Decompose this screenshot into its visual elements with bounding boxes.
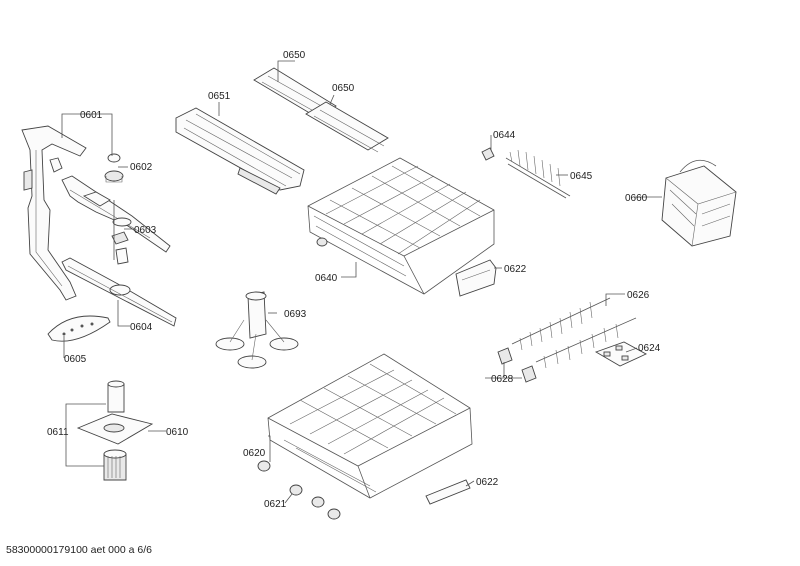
part-label-0610: 0610 [166,427,189,438]
part-label-0622-upper: 0622 [504,264,527,275]
part-label-0645: 0645 [570,171,593,182]
part-label-0693: 0693 [284,309,307,320]
part-label-0651: 0651 [208,91,231,102]
handle-0622-upper-drawing [455,259,497,297]
cutlery-tray-drawing [175,107,305,195]
rollers-0628-drawing [497,347,537,383]
upper-basket-drawing [307,157,495,295]
cutlery-basket-drawing [661,159,737,247]
wheels-0621-drawing [257,460,341,520]
spray-pipe-drawing [21,125,87,301]
clip-0644-drawing [481,147,495,161]
part-label-0604: 0604 [130,322,153,333]
part-label-0624: 0624 [638,343,661,354]
part-labels: 0650 0650 0651 0601 0602 0603 0604 0605 … [47,50,661,510]
part-label-0626: 0626 [627,290,650,301]
nozzle-parts-drawing [104,153,124,183]
filter-drawing [76,380,154,481]
part-label-0611: 0611 [47,427,69,438]
rack-0645-drawing [505,149,571,199]
part-label-0660: 0660 [625,193,648,204]
part-label-0622-lower: 0622 [476,477,499,488]
part-label-0650-b: 0650 [332,83,355,94]
leader-lines [61,60,662,504]
handle-0622-lower-drawing [425,479,471,505]
rack-0626-drawing [511,297,637,369]
clips-0624-drawing [594,341,648,367]
part-label-0601: 0601 [80,110,103,121]
lower-basket-drawing [267,353,473,499]
part-label-0621: 0621 [264,499,287,510]
part-label-0640: 0640 [315,273,338,284]
sieve-cover-drawing [47,315,111,342]
spray-hub-0693-drawing [215,291,299,369]
lower-spray-arm-drawing [61,257,177,327]
document-id: 58300000179100 aet 000 a 6/6 [6,544,152,556]
upper-spray-arm-drawing [61,175,171,265]
part-label-0603: 0603 [134,225,157,236]
part-label-0605: 0605 [64,354,87,365]
part-label-0620: 0620 [243,448,266,459]
tray-inserts-drawing [253,67,389,153]
part-label-0628: 0628 [491,374,514,385]
part-label-0650-a: 0650 [283,50,306,61]
part-label-0644: 0644 [493,130,516,141]
part-label-0602: 0602 [130,162,153,173]
